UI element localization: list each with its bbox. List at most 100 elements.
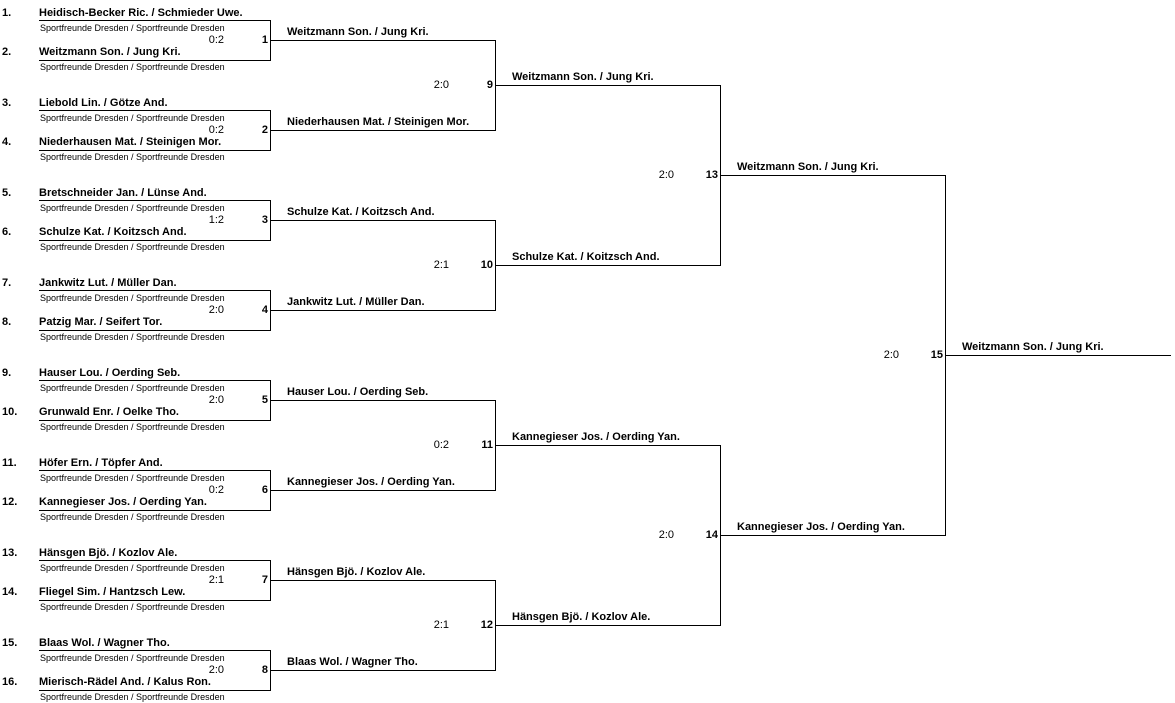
club-name: Sportfreunde Dresden / Sportfreunde Dres…: [40, 152, 225, 162]
bracket-line: [270, 130, 495, 131]
match-number: 14: [705, 529, 718, 541]
bracket-line: [39, 600, 270, 601]
seed-number: 13.: [2, 547, 18, 559]
winner-name: Kannegieser Jos. / Oerding Yan.: [737, 521, 905, 533]
match-number: 12: [480, 619, 493, 631]
match-number: 1: [261, 34, 268, 46]
player-name: Niederhausen Mat. / Steinigen Mor.: [39, 136, 222, 148]
match-score: 2:0: [658, 529, 674, 541]
winner-name: Jankwitz Lut. / Müller Dan.: [287, 296, 425, 308]
seed-number: 2.: [2, 46, 12, 58]
match-number: 6: [261, 484, 268, 496]
player-name: Jankwitz Lut. / Müller Dan.: [39, 277, 177, 289]
seed-number: 14.: [2, 586, 18, 598]
club-name: Sportfreunde Dresden / Sportfreunde Dres…: [40, 113, 225, 123]
bracket-line: [39, 650, 270, 651]
match-number: 15: [930, 349, 943, 361]
club-name: Sportfreunde Dresden / Sportfreunde Dres…: [40, 23, 225, 33]
winner-name: Weitzmann Son. / Jung Kri.: [287, 26, 429, 38]
bracket-line: [39, 510, 270, 511]
match-number: 10: [480, 259, 493, 271]
bracket-line: [720, 535, 945, 536]
match-score: 0:2: [208, 124, 224, 136]
club-name: Sportfreunde Dresden / Sportfreunde Dres…: [40, 422, 225, 432]
bracket-line: [495, 445, 720, 446]
winner-name: Niederhausen Mat. / Steinigen Mor.: [287, 116, 470, 128]
player-name: Weitzmann Son. / Jung Kri.: [39, 46, 181, 58]
club-name: Sportfreunde Dresden / Sportfreunde Dres…: [40, 473, 225, 483]
winner-name: Schulze Kat. / Koitzsch And.: [512, 251, 660, 263]
match-number: 9: [486, 79, 493, 91]
seed-number: 12.: [2, 496, 18, 508]
seed-number: 8.: [2, 316, 12, 328]
club-name: Sportfreunde Dresden / Sportfreunde Dres…: [40, 383, 225, 393]
club-name: Sportfreunde Dresden / Sportfreunde Dres…: [40, 653, 225, 663]
bracket-line: [270, 670, 495, 671]
bracket-line: [270, 310, 495, 311]
seed-number: 5.: [2, 187, 12, 199]
bracket-line: [495, 85, 720, 86]
club-name: Sportfreunde Dresden / Sportfreunde Dres…: [40, 692, 225, 702]
match-score: 0:2: [208, 484, 224, 496]
seed-number: 4.: [2, 136, 12, 148]
match-score: 0:2: [433, 439, 449, 451]
player-name: Heidisch-Becker Ric. / Schmieder Uwe.: [39, 7, 243, 19]
club-name: Sportfreunde Dresden / Sportfreunde Dres…: [40, 563, 225, 573]
bracket-line: [39, 240, 270, 241]
player-name: Hauser Lou. / Oerding Seb.: [39, 367, 181, 379]
bracket-line: [270, 580, 495, 581]
match-number: 7: [261, 574, 268, 586]
bracket-line: [39, 20, 270, 21]
bracket-line: [270, 40, 495, 41]
match-score: 2:0: [208, 394, 224, 406]
player-name: Schulze Kat. / Koitzsch And.: [39, 226, 187, 238]
match-score: 2:0: [883, 349, 899, 361]
winner-name: Weitzmann Son. / Jung Kri.: [737, 161, 879, 173]
club-name: Sportfreunde Dresden / Sportfreunde Dres…: [40, 602, 225, 612]
player-name: Mierisch-Rädel And. / Kalus Ron.: [39, 676, 211, 688]
champion-name: Weitzmann Son. / Jung Kri.: [962, 341, 1104, 353]
bracket-line: [720, 175, 945, 176]
bracket-line: [39, 60, 270, 61]
seed-number: 11.: [2, 457, 17, 469]
player-name: Patzig Mar. / Seifert Tor.: [39, 316, 163, 328]
winner-name: Blaas Wol. / Wagner Tho.: [287, 656, 418, 668]
bracket-line: [495, 265, 720, 266]
club-name: Sportfreunde Dresden / Sportfreunde Dres…: [40, 62, 225, 72]
bracket-line: [39, 380, 270, 381]
club-name: Sportfreunde Dresden / Sportfreunde Dres…: [40, 242, 225, 252]
bracket-line: [39, 110, 270, 111]
bracket-line: [270, 400, 495, 401]
player-name: Kannegieser Jos. / Oerding Yan.: [39, 496, 207, 508]
bracket-line: [39, 150, 270, 151]
seed-number: 15.: [2, 637, 18, 649]
match-score: 2:0: [208, 304, 224, 316]
player-name: Blaas Wol. / Wagner Tho.: [39, 637, 170, 649]
match-score: 0:2: [208, 34, 224, 46]
match-number: 3: [261, 214, 268, 226]
winner-name: Hänsgen Bjö. / Kozlov Ale.: [512, 611, 651, 623]
bracket-line: [495, 625, 720, 626]
club-name: Sportfreunde Dresden / Sportfreunde Dres…: [40, 512, 225, 522]
match-score: 2:0: [208, 664, 224, 676]
player-name: Bretschneider Jan. / Lünse And.: [39, 187, 207, 199]
match-score: 1:2: [208, 214, 224, 226]
player-name: Fliegel Sim. / Hantzsch Lew.: [39, 586, 186, 598]
winner-name: Hauser Lou. / Oerding Seb.: [287, 386, 429, 398]
match-number: 5: [261, 394, 268, 406]
match-number: 13: [705, 169, 718, 181]
player-name: Hänsgen Bjö. / Kozlov Ale.: [39, 547, 178, 559]
winner-name: Hänsgen Bjö. / Kozlov Ale.: [287, 566, 426, 578]
bracket-line: [945, 355, 1171, 356]
winner-name: Kannegieser Jos. / Oerding Yan.: [287, 476, 455, 488]
match-number: 4: [261, 304, 268, 316]
bracket-line: [270, 220, 495, 221]
bracket-line: [39, 560, 270, 561]
player-name: Grunwald Enr. / Oelke Tho.: [39, 406, 179, 418]
match-score: 2:0: [658, 169, 674, 181]
bracket-line: [39, 200, 270, 201]
seed-number: 1.: [2, 7, 12, 19]
bracket-line: [39, 420, 270, 421]
seed-number: 16.: [2, 676, 18, 688]
